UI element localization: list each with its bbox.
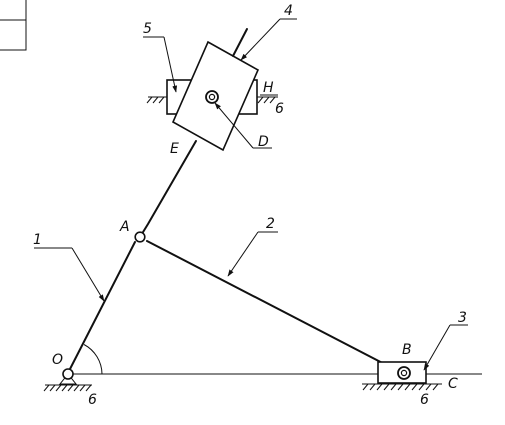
connecting-rod-ab [146, 240, 397, 371]
ground-support-guide-left [146, 96, 167, 104]
rod-ae [139, 140, 197, 238]
title-block-corner [0, 0, 27, 51]
label-link-2: 2 [266, 216, 275, 232]
label-link-3: 3 [458, 310, 467, 326]
joint-b [397, 366, 411, 380]
ground-support-o [43, 373, 92, 392]
label-point-c: C [448, 376, 458, 392]
rod-extension [232, 28, 248, 57]
leader-lines [34, 18, 468, 371]
ground-support-guide-right [257, 96, 278, 104]
label-ground-h: 6 [275, 101, 284, 117]
label-link-1: 1 [33, 232, 42, 248]
joint-d [205, 90, 219, 104]
label-point-d: D [258, 134, 269, 150]
label-point-b: B [402, 342, 412, 358]
crank-angle-arc [83, 344, 103, 375]
joint-o [62, 368, 74, 380]
ground-support-b [362, 383, 442, 391]
label-link-5: 5 [143, 21, 152, 37]
joint-a [134, 231, 146, 243]
rocker-slider [171, 40, 260, 152]
label-point-o: O [52, 352, 63, 368]
label-ground-o: 6 [88, 392, 97, 408]
label-point-e: E [170, 141, 179, 157]
label-point-a: A [119, 219, 130, 235]
label-link-4: 4 [284, 3, 293, 19]
joint-b-pin [400, 369, 408, 377]
crank-oa [69, 241, 136, 370]
label-ground-b: 6 [420, 392, 429, 408]
label-point-h: H [263, 80, 274, 96]
joint-d-pin [208, 93, 216, 101]
